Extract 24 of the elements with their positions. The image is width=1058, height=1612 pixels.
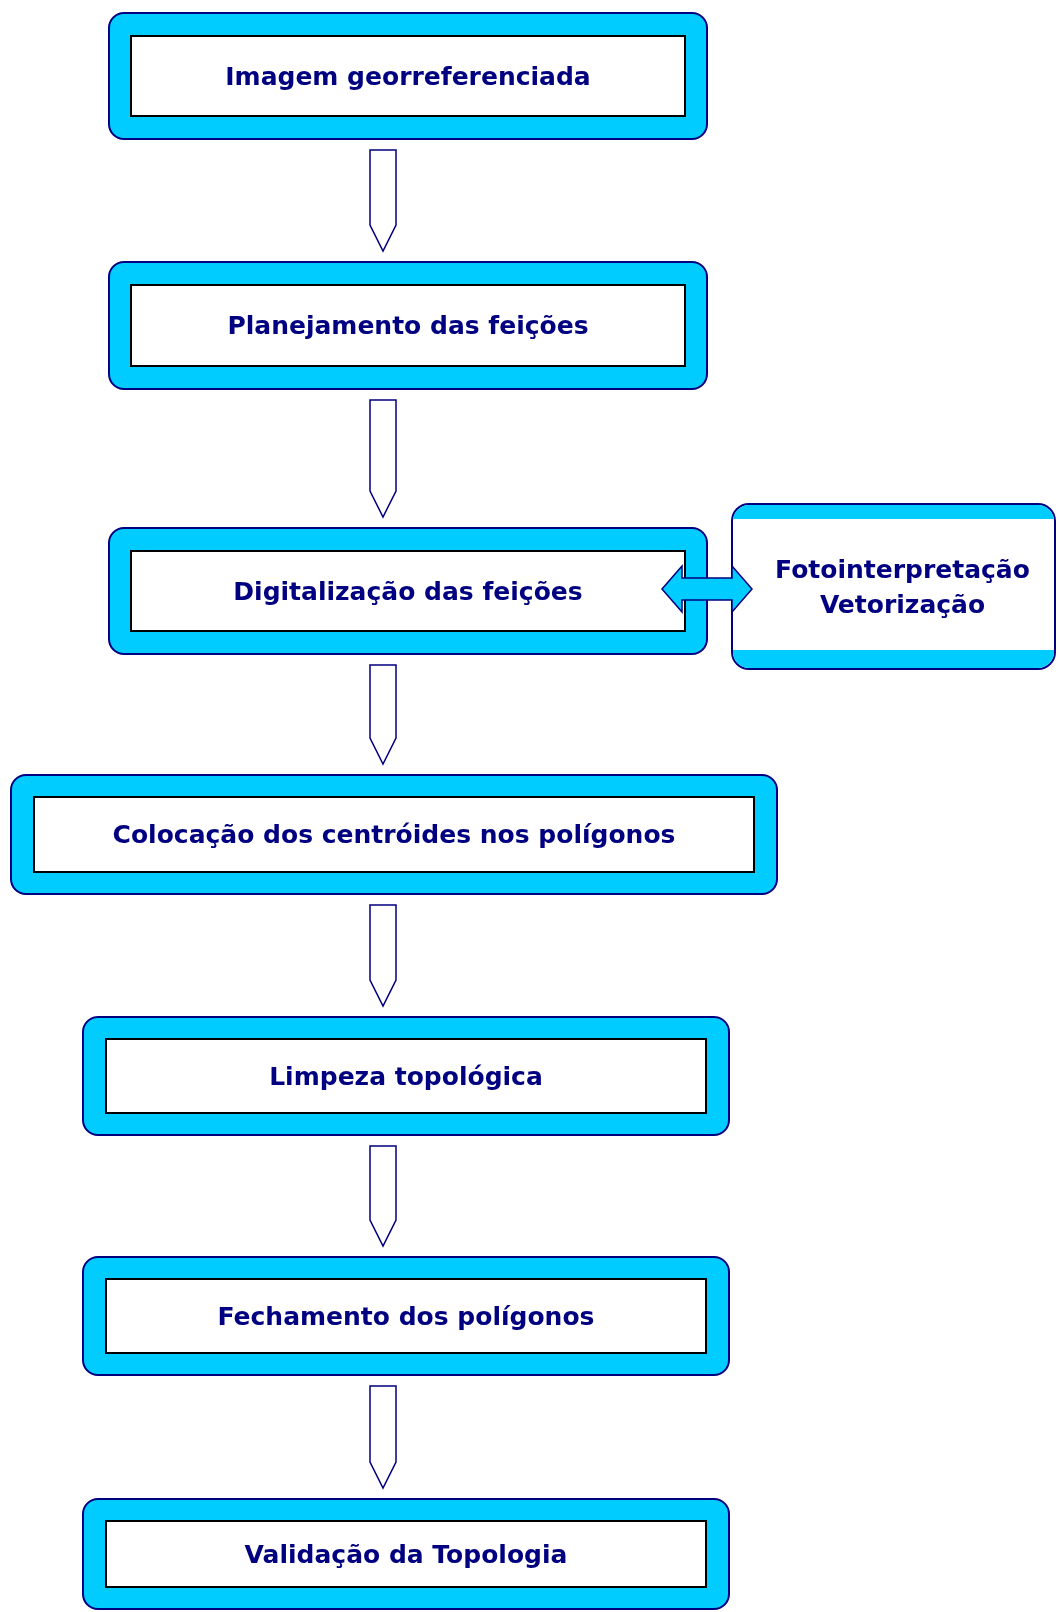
block-arrow: [369, 904, 397, 1008]
process-box: [82, 1498, 730, 1610]
block-arrow: [369, 399, 397, 519]
step-label: Validação da Topologia: [244, 1538, 568, 1571]
step-label: Digitalização das feições: [233, 575, 583, 608]
process-box: [108, 12, 708, 140]
step-label: Limpeza topológica: [269, 1060, 543, 1093]
step-label: Planejamento das feições: [227, 310, 589, 342]
block-arrow: [661, 564, 753, 614]
side-box: [731, 503, 1056, 670]
process-box: [108, 261, 708, 390]
process-box: [10, 774, 778, 895]
step-label: Fotointerpretação: [775, 553, 1030, 586]
step-label: Vetorização: [819, 588, 986, 621]
step-label: Fechamento dos polígonos: [217, 1300, 595, 1333]
step-label: Colocação dos centróides nos polígonos: [112, 819, 676, 851]
block-arrow: [369, 1385, 397, 1490]
process-box: [108, 527, 708, 655]
block-arrow: [369, 664, 397, 766]
process-box: [82, 1256, 730, 1376]
step-label: Imagem georreferenciada: [225, 60, 591, 93]
block-arrow: [369, 149, 397, 253]
process-box: [82, 1016, 730, 1136]
block-arrow: [369, 1145, 397, 1248]
